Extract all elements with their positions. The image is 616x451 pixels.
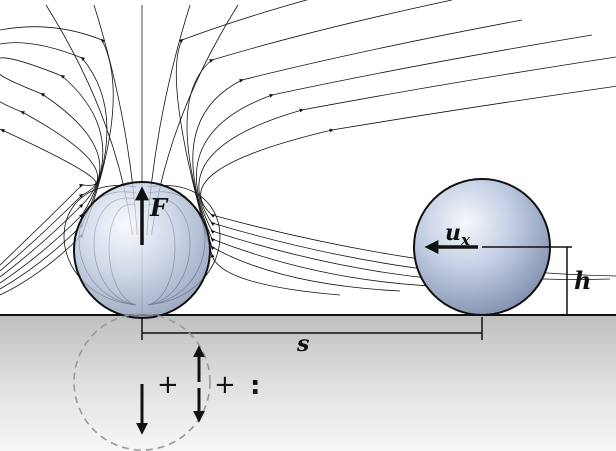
force-label: F [149,193,169,222]
streamline-right-5 [200,85,616,277]
separation-dimension [141,317,483,340]
streamline-right-2 [192,19,523,288]
image-sphere-outline [73,313,211,451]
image-plus-2: + [214,370,236,400]
streamline-right-1 [186,0,453,292]
velocity-label: ux [445,220,471,249]
height-label: h [574,266,591,295]
streamline-left-4 [0,86,99,272]
streamline-right-3 [196,34,593,284]
streamline-right-4 [198,56,616,280]
streamline-right-0 [175,0,341,296]
streamline-left-3 [0,72,101,278]
separation-label: s [296,331,309,357]
wall [0,315,616,451]
streamline-left-2 [0,57,104,284]
streamline-left-0 [0,26,114,296]
image-colon: : [250,371,260,401]
image-plus-1: + [157,370,179,400]
streamline-left-5 [0,100,97,266]
streamline-left-1 [0,42,108,290]
